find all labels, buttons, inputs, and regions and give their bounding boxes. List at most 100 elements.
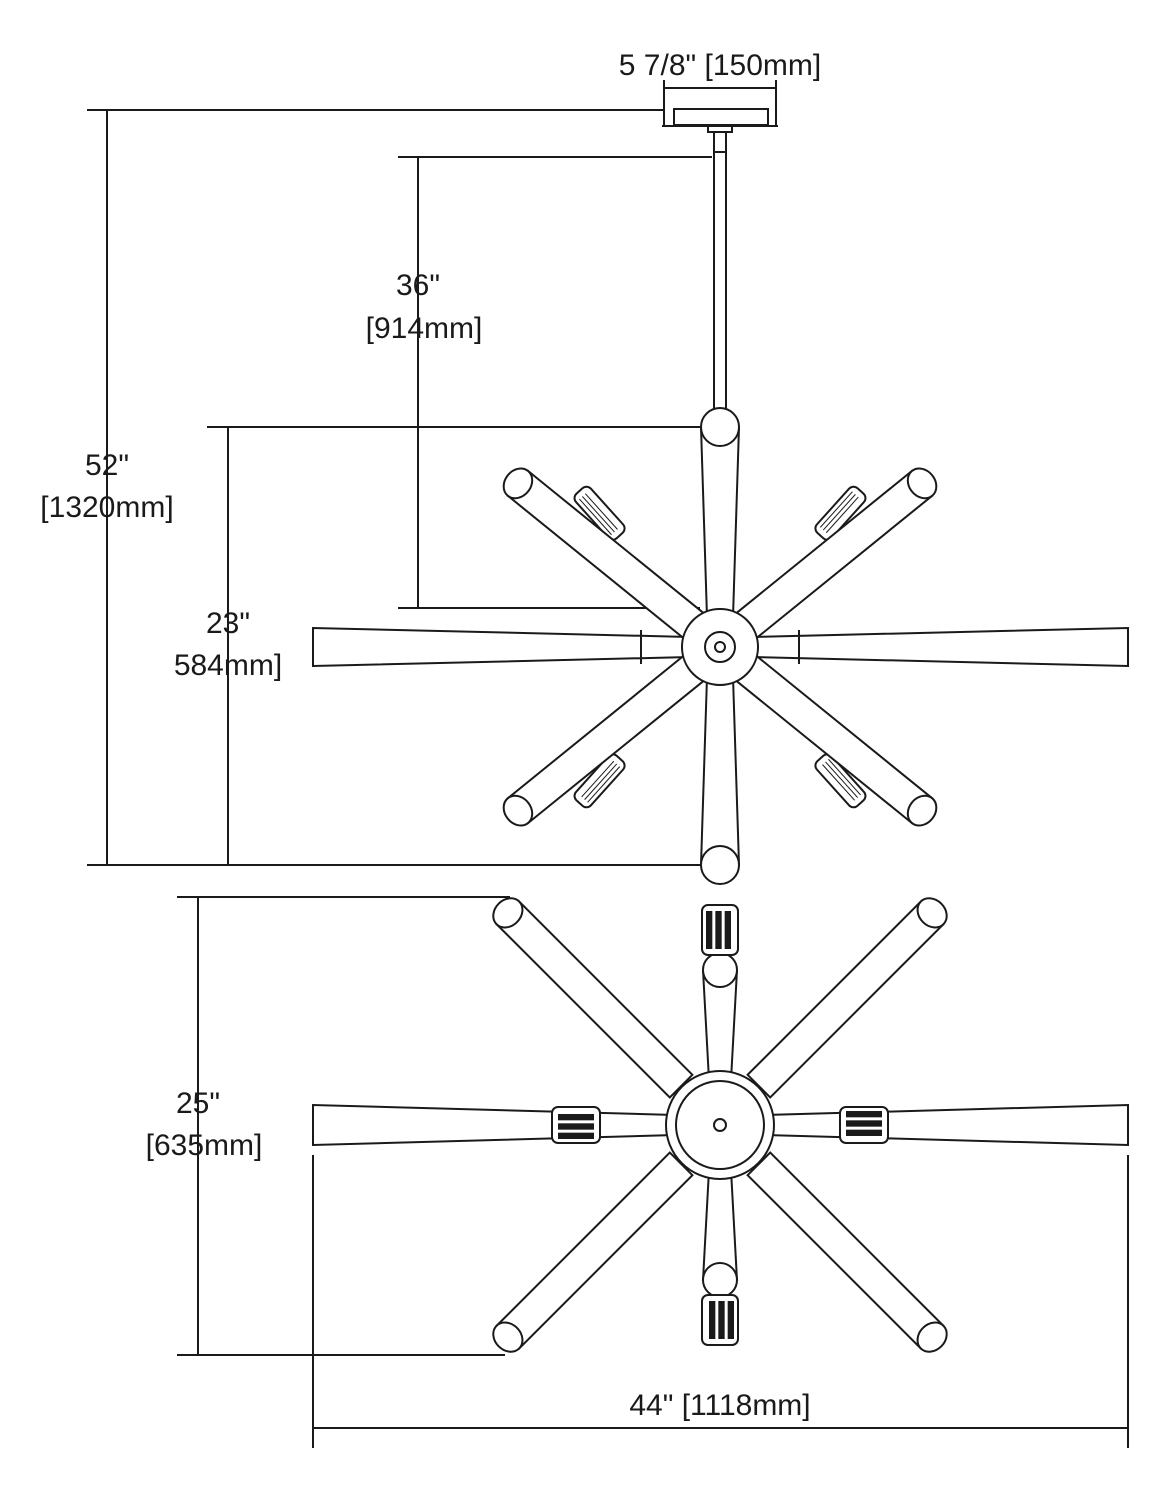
bulb-socket: [551, 1106, 601, 1144]
arm-shade: [495, 900, 694, 1099]
arm-shade: [764, 1103, 1129, 1147]
socket-ridge: [581, 760, 615, 798]
socket-ridge: [579, 498, 612, 536]
shade-end-cap: [906, 794, 938, 827]
plan-view: [312, 897, 1129, 1353]
bulb-socket: [573, 485, 626, 541]
fixture-height-dimension-line: [207, 426, 712, 865]
socket-ridge: [715, 911, 722, 949]
light-arm: [502, 651, 709, 827]
rod-length-label: 36": [396, 269, 440, 302]
socket-ridge: [584, 763, 618, 800]
bulb-socket: [701, 904, 739, 956]
light-arm: [749, 626, 1129, 668]
light-arm: [699, 676, 741, 885]
dimension-lines: [87, 80, 1129, 1448]
canopy-width-label: 5 7/8" [150mm]: [619, 49, 821, 82]
plan-depth-dimension-line: [177, 896, 510, 1356]
canopy: [662, 108, 778, 133]
bulb-socket: [839, 1106, 889, 1144]
light-arm: [731, 467, 938, 643]
socket-ridge: [584, 493, 618, 530]
elevation-view: [312, 407, 1129, 885]
shade-end-cap: [502, 467, 534, 500]
light-arm: [731, 651, 938, 827]
shade-end-cap: [702, 1262, 738, 1298]
socket-ridge: [846, 1111, 882, 1118]
socket-body: [573, 753, 626, 809]
arm-shade: [699, 426, 741, 618]
light-arm: [701, 1169, 739, 1298]
socket-ridge: [709, 1301, 716, 1339]
shade-end-cap: [906, 467, 938, 500]
socket-ridge: [558, 1123, 594, 1130]
light-arm: [312, 1103, 676, 1147]
shade-end-cap: [700, 845, 740, 885]
arm-shade: [699, 676, 741, 866]
socket-ridge: [724, 911, 731, 949]
bulb-socket: [814, 753, 867, 809]
downrod: [713, 131, 727, 430]
arm-shade: [312, 1103, 676, 1147]
socket-ridge: [822, 494, 856, 531]
overall-width-label: 44" [1118mm]: [629, 1389, 810, 1422]
shade-end-cap: [702, 952, 738, 988]
socket-body: [814, 753, 867, 809]
overall-height-label: 52": [85, 449, 129, 482]
socket-ridge: [558, 1114, 594, 1121]
socket-ridge: [825, 496, 859, 534]
shade-end-cap: [916, 897, 948, 929]
bulb-socket: [701, 1294, 739, 1346]
plan-depth-mm-label: [635mm]: [146, 1129, 263, 1162]
arm-shade: [506, 469, 709, 643]
plan-depth-label: 25": [176, 1087, 220, 1120]
rod-length-mm-label: [914mm]: [366, 312, 483, 345]
shade-end-cap: [492, 1321, 524, 1353]
socket-ridge: [582, 496, 615, 533]
arm-shade: [495, 1151, 694, 1350]
light-arm: [312, 626, 691, 668]
socket-ridge: [822, 764, 856, 801]
socket-ridge: [825, 761, 858, 798]
socket-ridge: [718, 1301, 725, 1339]
socket-ridge: [727, 1301, 734, 1339]
overall-width-dimension-line: [312, 1155, 1129, 1448]
arm-shade: [746, 1151, 945, 1350]
socket-ridge: [846, 1129, 882, 1136]
bulb-socket: [814, 485, 867, 541]
shade-end-cap: [700, 407, 740, 447]
light-arm: [492, 1151, 694, 1353]
rod-length-dimension-line: [398, 156, 712, 609]
fixture-height-mm-label: 584mm]: [174, 649, 282, 682]
light-arm: [746, 1151, 948, 1353]
arm-shade: [312, 626, 691, 668]
fixture-height-label: 23": [206, 607, 250, 640]
socket-ridge: [706, 911, 713, 949]
hub-center: [713, 1118, 727, 1132]
shade-end-cap: [916, 1321, 948, 1353]
arm-shade: [731, 651, 934, 825]
socket-ridge: [819, 491, 853, 528]
light-arm: [764, 1103, 1129, 1147]
light-arm: [701, 952, 739, 1081]
bulb-socket: [573, 753, 626, 809]
arm-shade: [731, 469, 934, 643]
overall-height-mm-label: [1320mm]: [40, 491, 173, 524]
socket-ridge: [558, 1132, 594, 1139]
socket-ridge: [846, 1120, 882, 1127]
arm-shade: [749, 626, 1129, 668]
overall-height-dimension-line: [87, 109, 712, 866]
shade-end-cap: [492, 897, 524, 929]
light-arm: [492, 897, 694, 1099]
socket-ridge: [828, 758, 861, 796]
socket-body: [814, 485, 867, 541]
light-arm: [502, 467, 709, 643]
canopy-dimension-line: [663, 80, 777, 125]
hub-center: [714, 641, 726, 653]
shade-end-cap: [502, 794, 534, 827]
light-arm: [699, 407, 741, 618]
arm-shade: [506, 651, 709, 825]
socket-ridge: [587, 766, 621, 803]
socket-body: [573, 485, 626, 541]
